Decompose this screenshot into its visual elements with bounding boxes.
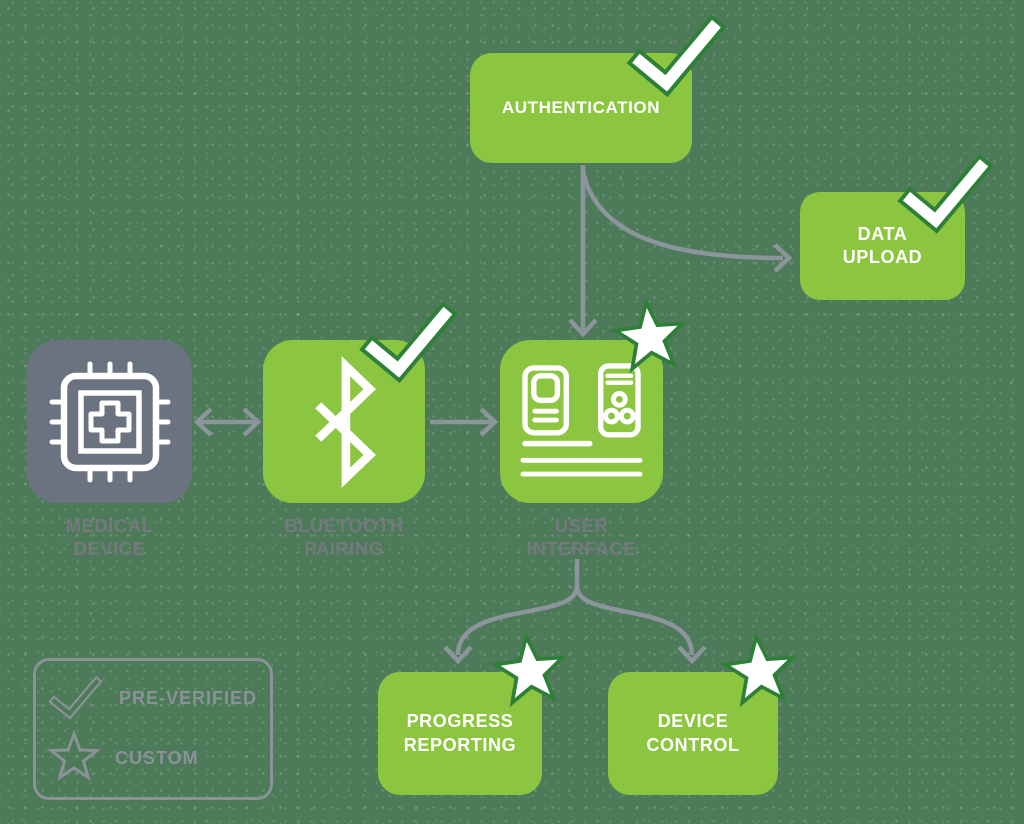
node-medical-device-label: MEDICAL DEVICE [27,514,192,561]
arrowhead-progress [443,645,473,665]
progress-label-line1: PROGRESS [406,711,514,732]
medical-label-line1: MEDICAL [65,515,154,536]
connector-ui-progress [455,585,580,656]
legend-custom-label: CUSTOM [115,747,199,768]
bluetooth-icon [315,355,376,488]
node-data-upload-label-line2: UPLOAD [842,247,923,267]
star-badge-progress-reporting [489,631,568,708]
node-user-interface-label: USER INTERFACE [500,514,663,561]
arrowhead-devicecontrol [677,645,707,665]
node-data-upload: DATA UPLOAD [800,192,965,300]
check-icon [48,675,103,720]
star-badge-user-interface [609,297,688,374]
legend-item-pre-verified: PRE-VERIFIED [48,675,270,721]
connector-auth-dataupload [580,171,784,261]
legend: PRE-VERIFIED CUSTOM [33,658,273,800]
star-badge-device-control [719,631,798,708]
ui-label-line1: USER [554,515,609,536]
node-authentication-label: AUTHENTICATION [501,98,661,118]
star-icon [47,729,101,781]
arrowhead-right-bluetooth [242,407,262,437]
check-badge-authentication [626,14,727,98]
arrowhead-left-medical [193,407,213,437]
device-control-label-line1: DEVICE [657,711,729,732]
arrowhead-ui-top [568,318,598,338]
device-control-label-line2: CONTROL [646,734,740,755]
bluetooth-label-line1: BLUETOOTH [284,515,404,536]
medical-label-line2: DEVICE [73,538,146,560]
check-badge-data-upload [897,153,994,234]
legend-item-custom: CUSTOM [47,729,270,783]
bluetooth-label-line2: PAIRING [304,538,384,560]
medical-chip-icon [49,361,170,482]
legend-pre-verified-label: PRE-VERIFIED [119,687,258,708]
node-data-upload-label-line1: DATA [857,223,908,244]
arrowhead-dataupload [773,243,793,273]
progress-label-line2: REPORTING [403,734,517,755]
ui-label-line2: INTERFACE [526,538,637,560]
check-badge-bluetooth [359,301,458,384]
connector-ui-devicecontrol [574,585,695,656]
ui-devices-icon [520,362,642,477]
arrowhead-ui-left [479,407,499,437]
node-medical-device [27,340,192,503]
node-bluetooth-pairing-label: BLUETOOTH PAIRING [263,514,425,561]
